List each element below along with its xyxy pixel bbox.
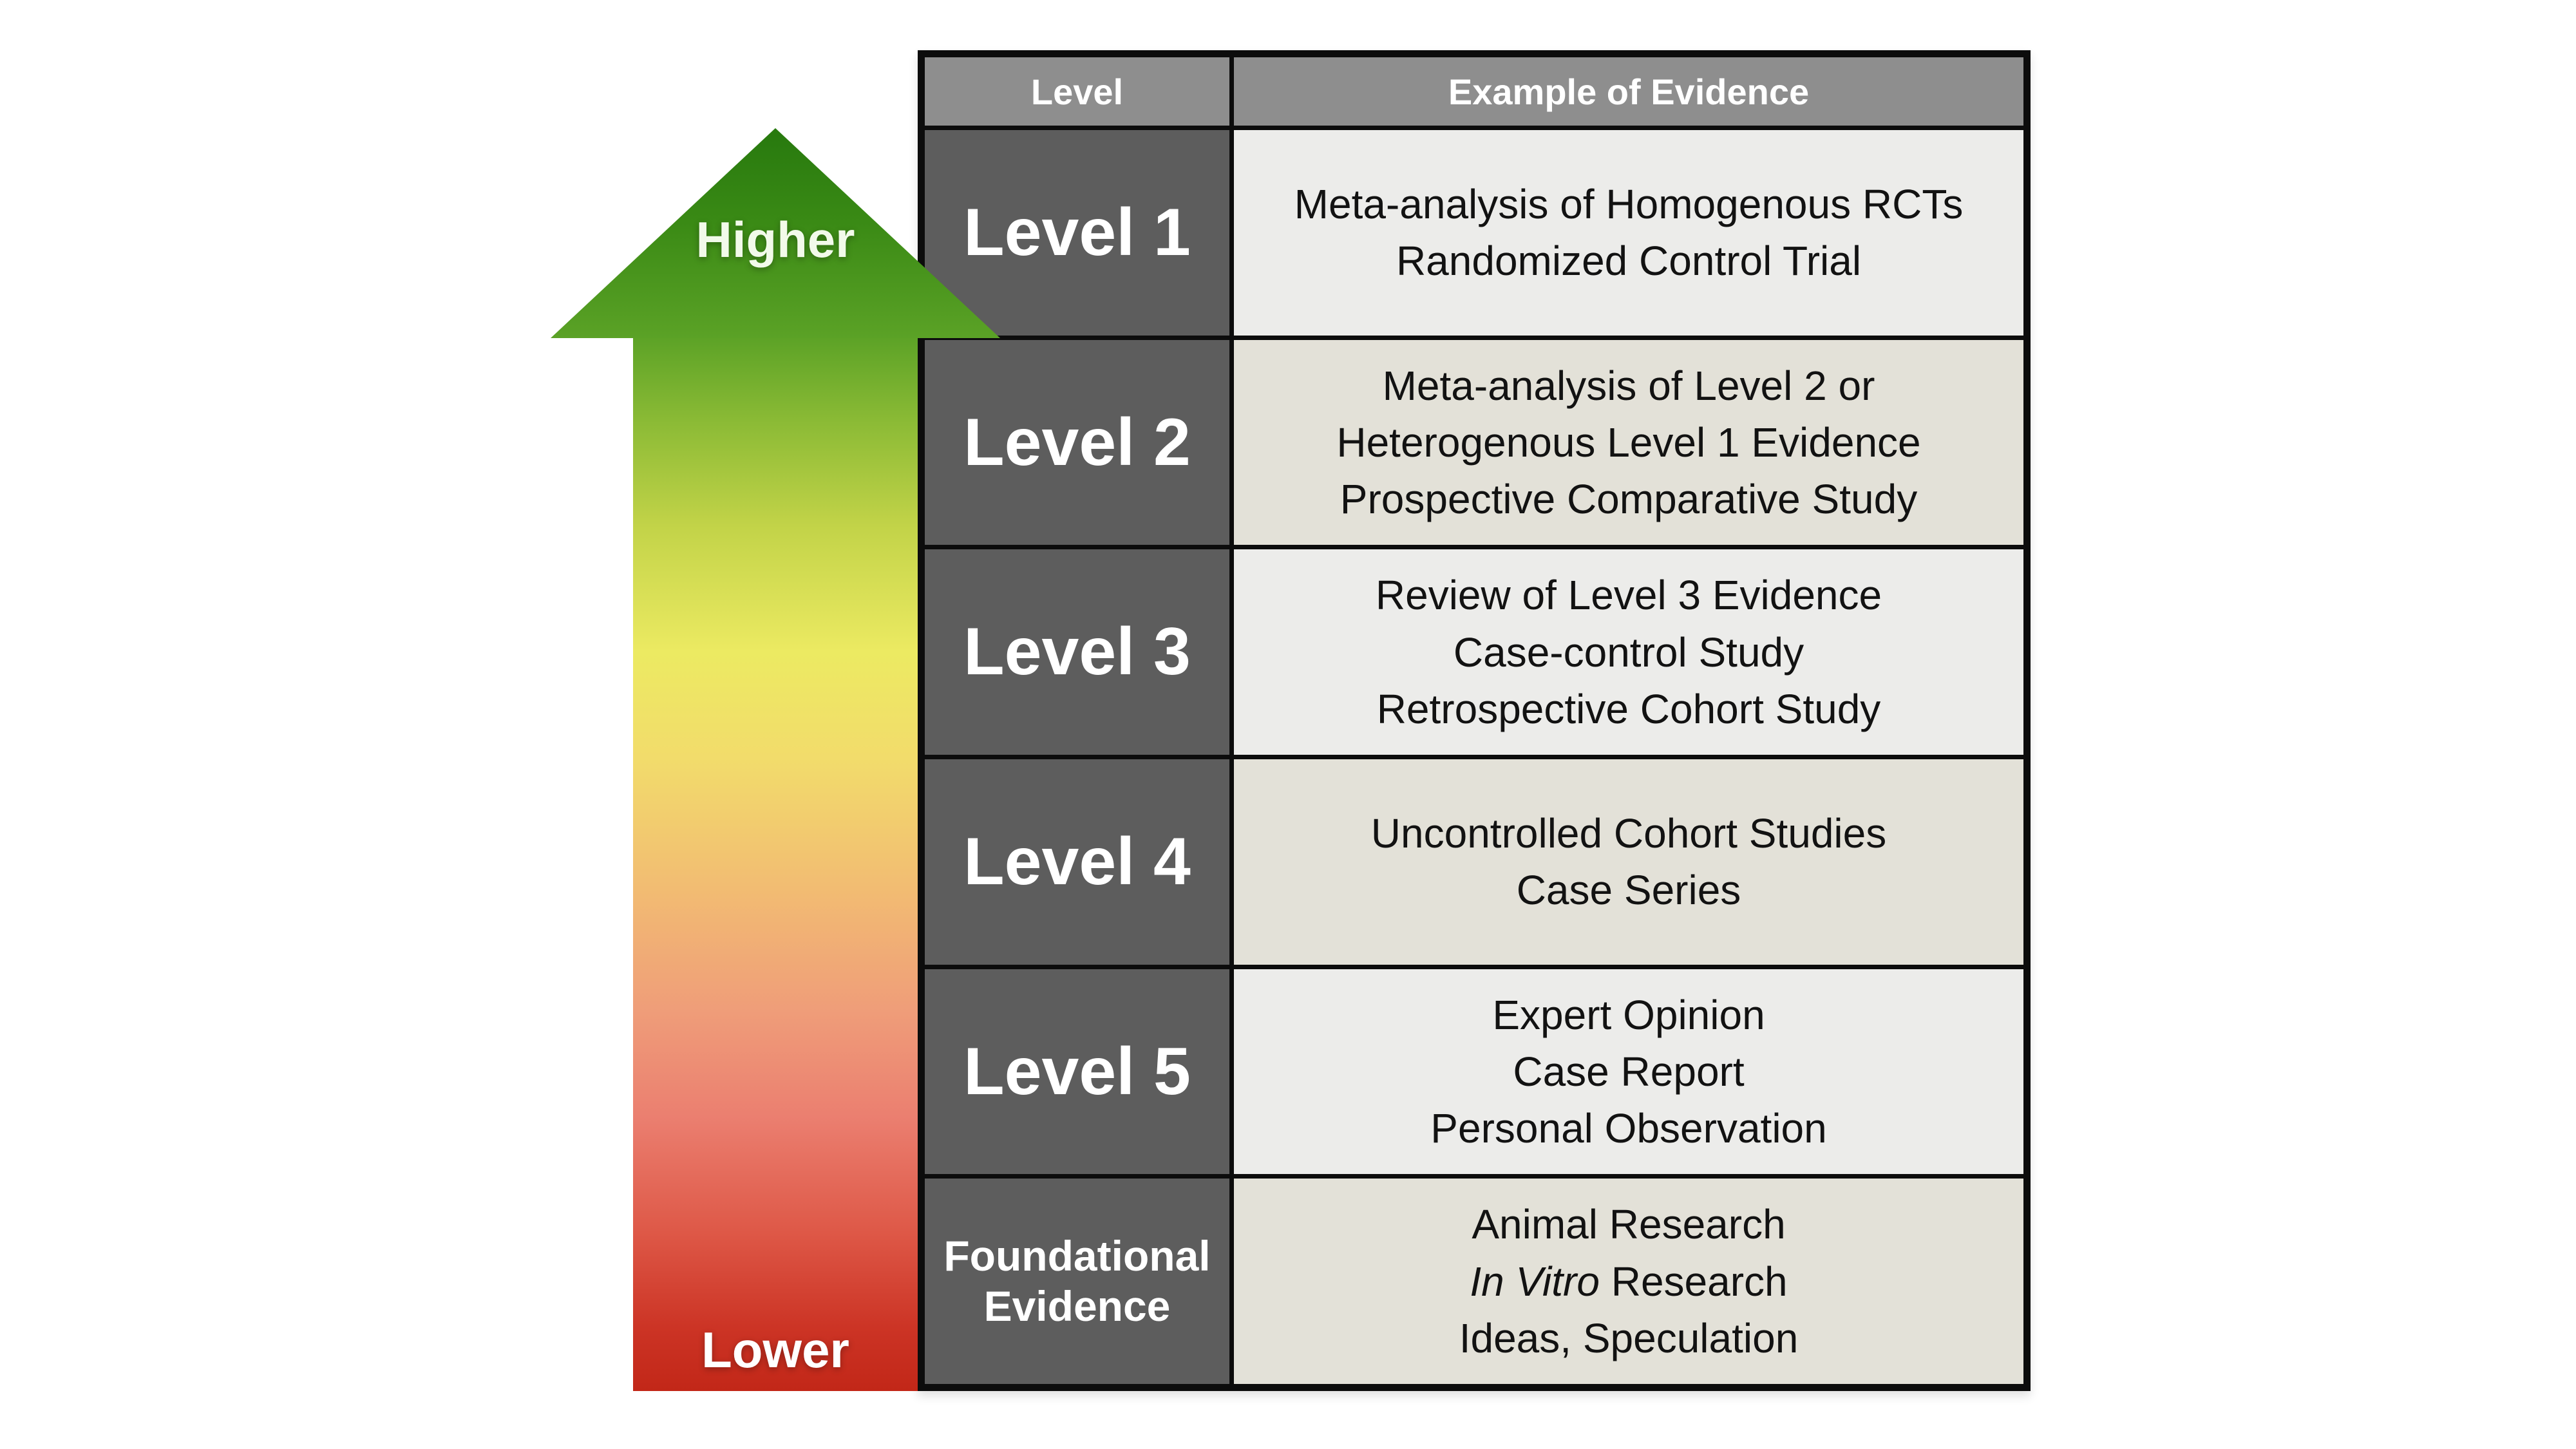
evidence-line: In Vitro Research bbox=[1470, 1253, 1787, 1310]
level-cell-5: Level 5 bbox=[925, 969, 1229, 1175]
evidence-cell-2: Meta-analysis of Level 2 or Heterogenous… bbox=[1234, 339, 2023, 545]
evidence-cell-4: Uncontrolled Cohort Studies Case Series bbox=[1234, 759, 2023, 965]
in-vitro-italic-text: In Vitro bbox=[1470, 1258, 1600, 1305]
evidence-cell-3: Review of Level 3 Evidence Case-control … bbox=[1234, 549, 2023, 755]
in-vitro-rest-text: Research bbox=[1599, 1258, 1788, 1305]
arrow-gradient-shaft bbox=[633, 336, 918, 1391]
level-cell-2: Level 2 bbox=[925, 339, 1229, 545]
evidence-line: Expert Opinion bbox=[1492, 991, 1765, 1038]
lower-label: Lower bbox=[701, 1321, 849, 1378]
evidence-line: Animal Research bbox=[1472, 1201, 1786, 1248]
evidence-line: Personal Observation bbox=[1430, 1105, 1827, 1152]
evidence-table: Level Example of Evidence Level 1 Meta-a… bbox=[918, 50, 2031, 1391]
evidence-line: Case-control Study bbox=[1453, 629, 1804, 676]
evidence-line: Heterogenous Level 1 Evidence bbox=[1336, 419, 1921, 466]
evidence-cell-foundational: Animal Research In Vitro Research Ideas,… bbox=[1234, 1179, 2023, 1384]
evidence-line: Case Series bbox=[1516, 867, 1741, 914]
evidence-line: Ideas, Speculation bbox=[1459, 1314, 1799, 1361]
evidence-line: Prospective Comparative Study bbox=[1340, 476, 1918, 523]
evidence-line: Meta-analysis of Level 2 or bbox=[1382, 362, 1875, 409]
evidence-line: Case Report bbox=[1513, 1048, 1745, 1095]
evidence-line: Meta-analysis of Homogenous RCTs bbox=[1294, 181, 1964, 228]
level-cell-foundational: Foundational Evidence bbox=[925, 1179, 1229, 1384]
column-header-level: Level bbox=[925, 57, 1229, 126]
higher-label: Higher bbox=[696, 211, 855, 268]
evidence-line: Review of Level 3 Evidence bbox=[1375, 572, 1882, 619]
level-cell-3: Level 3 bbox=[925, 549, 1229, 755]
level-cell-1: Level 1 bbox=[925, 130, 1229, 336]
evidence-cell-1: Meta-analysis of Homogenous RCTs Randomi… bbox=[1234, 130, 2023, 336]
evidence-line: Uncontrolled Cohort Studies bbox=[1370, 810, 1887, 857]
column-header-evidence: Example of Evidence bbox=[1234, 57, 2023, 126]
evidence-line: Randomized Control Trial bbox=[1396, 238, 1862, 285]
level-cell-4: Level 4 bbox=[925, 759, 1229, 965]
evidence-line: Retrospective Cohort Study bbox=[1376, 685, 1881, 732]
evidence-cell-5: Expert Opinion Case Report Personal Obse… bbox=[1234, 969, 2023, 1175]
